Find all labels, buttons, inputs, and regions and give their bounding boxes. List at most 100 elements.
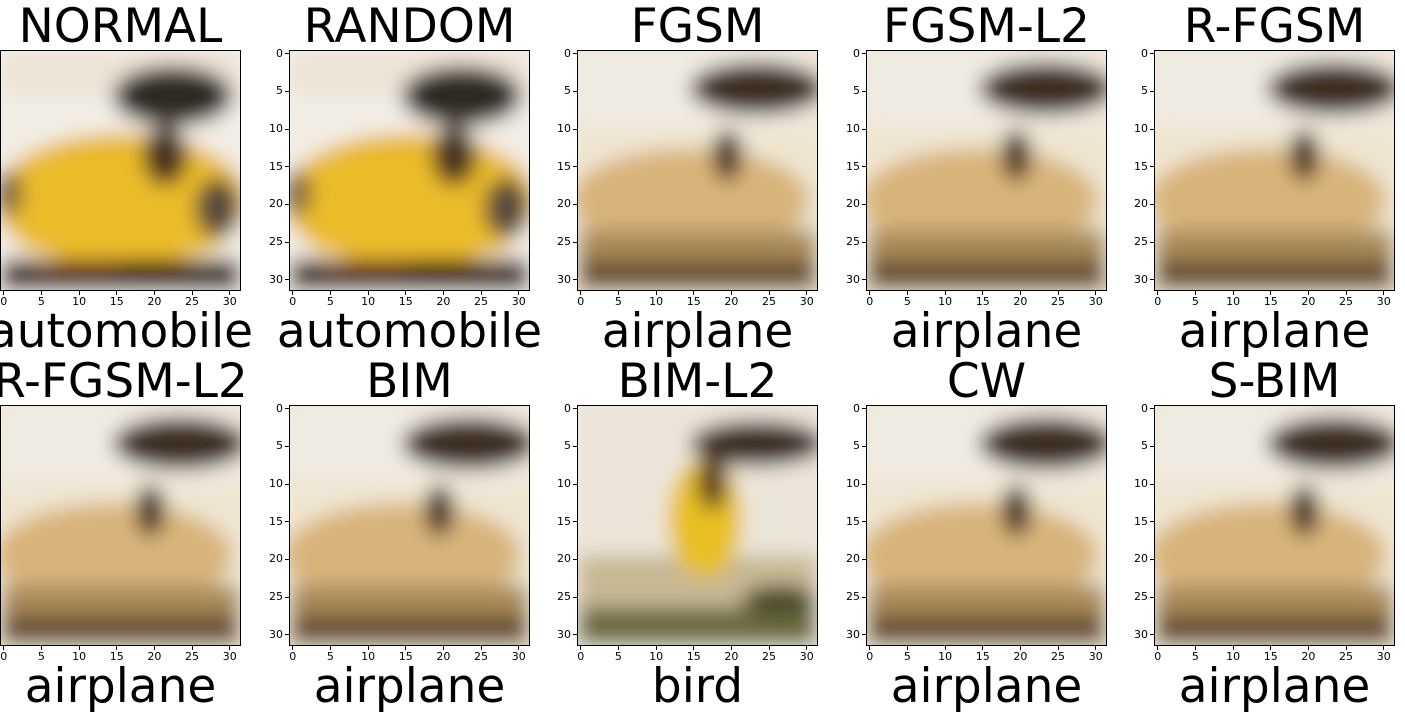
x-tick-mark [1270,646,1272,650]
y-tick-mark [1150,90,1154,92]
y-tick-mark [862,521,866,523]
y-tick-mark [1150,279,1154,281]
y-tick-mark [862,241,866,243]
image-thumbnail [1,406,240,645]
y-tick-mark [573,90,577,92]
y-tick-label: 25 [846,235,860,249]
x-tick-mark [518,646,520,650]
x-tick-mark [982,646,984,650]
x-tick-mark [116,646,118,650]
x-tick-label: 20 [1013,295,1028,308]
y-tick-label: 5 [1141,439,1148,453]
y-tick-mark [862,634,866,636]
x-tick-mark [442,646,444,650]
y-tick-label: 15 [846,159,860,173]
y-tick-label: 30 [1134,627,1148,641]
x-tick-label: 25 [762,650,777,663]
y-tick-mark [1150,53,1154,55]
x-tick-mark [116,291,118,295]
y-tick-mark [285,128,289,130]
y-tick-label: 10 [846,122,860,136]
x-tick-label: 20 [1301,295,1316,308]
y-tick-mark [573,634,577,636]
y-tick-mark [862,596,866,598]
y-tick-mark [573,445,577,447]
x-tick-label: 10 [938,295,953,308]
x-tick-mark [1157,646,1159,650]
panel-title: FGSM [630,0,765,54]
y-tick-label: 5 [276,84,283,98]
x-tick-mark [153,646,155,650]
image-panel [289,405,530,646]
y-tick-label: 5 [276,439,283,453]
y-tick-label: 15 [846,514,860,528]
predicted-class-label: airplane [890,659,1083,714]
y-tick-mark [573,279,577,281]
x-tick-mark [329,646,331,650]
x-tick-mark [1345,646,1347,650]
x-tick-mark [292,291,294,295]
x-tick-mark [1307,646,1309,650]
y-tick-label: 20 [846,197,860,211]
y-tick-label: 20 [269,197,283,211]
y-tick-mark [1150,241,1154,243]
predicted-class-label: bird [651,659,744,714]
x-tick-label: 5 [1191,650,1199,663]
x-tick-mark [1157,291,1159,295]
panel-title: R-FGSM [1183,0,1366,54]
panel-title: R-FGSM-L2 [0,354,248,409]
x-tick-label: 30 [511,650,526,663]
image-panel [577,405,818,646]
y-tick-label: 25 [269,235,283,249]
x-tick-label: 30 [222,295,237,308]
x-tick-label: 20 [436,295,451,308]
y-tick-label: 0 [853,46,860,60]
predicted-class-label: airplane [1178,659,1371,714]
predicted-class-label: automobile [276,304,543,359]
y-tick-label: 25 [846,590,860,604]
x-tick-label: 5 [903,295,911,308]
y-tick-mark [862,279,866,281]
y-tick-mark [1150,483,1154,485]
x-tick-mark [1057,291,1059,295]
y-tick-label: 20 [557,197,571,211]
x-tick-label: 25 [185,650,200,663]
image-thumbnail [290,51,529,290]
x-tick-mark [1019,646,1021,650]
x-tick-mark [617,646,619,650]
x-tick-label: 0 [0,650,8,663]
x-tick-mark [1194,646,1196,650]
x-tick-label: 20 [724,650,739,663]
x-tick-label: 5 [614,295,622,308]
x-tick-label: 25 [185,295,200,308]
x-tick-label: 25 [1339,650,1354,663]
x-tick-mark [405,646,407,650]
x-tick-mark [518,291,520,295]
panel-title: NORMAL [18,0,223,54]
x-tick-label: 30 [1376,295,1391,308]
x-tick-mark [806,291,808,295]
x-tick-label: 20 [724,295,739,308]
y-tick-label: 10 [557,477,571,491]
x-tick-label: 15 [1263,650,1278,663]
x-tick-label: 10 [72,650,87,663]
x-tick-mark [1232,291,1234,295]
x-tick-label: 15 [975,650,990,663]
y-tick-label: 25 [1134,590,1148,604]
x-tick-label: 10 [1226,295,1241,308]
x-tick-mark [1270,291,1272,295]
y-tick-label: 20 [269,552,283,566]
y-tick-label: 30 [1134,272,1148,286]
x-tick-mark [655,291,657,295]
predicted-class-label: airplane [1178,304,1371,359]
x-tick-label: 0 [866,650,874,663]
y-tick-mark [285,241,289,243]
x-tick-label: 30 [222,650,237,663]
x-tick-mark [229,291,231,295]
x-tick-mark [78,291,80,295]
y-tick-label: 0 [1141,401,1148,415]
y-tick-label: 5 [853,439,860,453]
x-tick-label: 15 [398,295,413,308]
x-tick-mark [191,646,193,650]
y-tick-mark [573,166,577,168]
